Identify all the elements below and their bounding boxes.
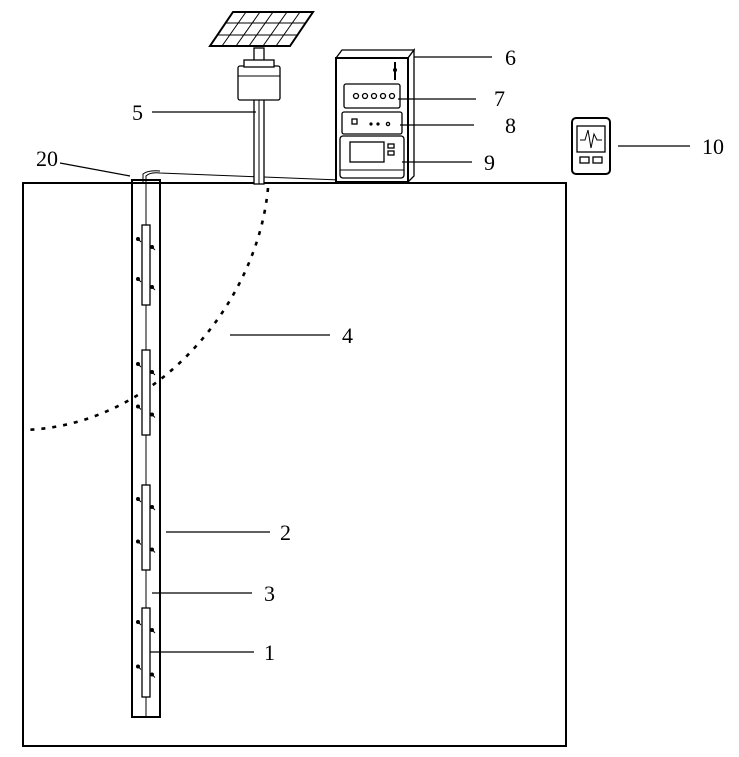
- sensor-unit: [136, 484, 156, 571]
- mobile-terminal: [571, 117, 611, 175]
- pole-mounted-box: [237, 59, 281, 101]
- sensor-wheel: [150, 628, 156, 634]
- sensor-wheel: [150, 412, 156, 418]
- module-8-panel: [341, 111, 403, 135]
- label-20: 20: [36, 146, 58, 171]
- module-7-panel: [343, 83, 401, 109]
- label-4: 4: [342, 323, 353, 348]
- label-8: 8: [505, 113, 516, 138]
- sensor-wheel: [136, 539, 142, 545]
- sensor-wheel: [136, 497, 142, 503]
- label-1: 1: [264, 640, 275, 665]
- signal-cable: [145, 172, 341, 183]
- module-9-display: [339, 135, 405, 179]
- sensor-wheel: [136, 362, 142, 368]
- sensor-wheel: [150, 285, 156, 291]
- solar-panel: [208, 11, 315, 47]
- sensor-wheel: [136, 237, 142, 243]
- label-5: 5: [132, 100, 143, 125]
- sensor-wheel: [136, 664, 142, 670]
- leader-line-20: [59, 162, 131, 177]
- support-pole: [253, 47, 265, 185]
- sensor-wheel: [150, 245, 156, 251]
- label-7: 7: [494, 86, 505, 111]
- label-3: 3: [264, 581, 275, 606]
- ground-block: [22, 182, 567, 747]
- sensor-unit: [136, 349, 156, 436]
- sensor-wheel: [136, 404, 142, 410]
- sensor-wheel: [150, 547, 156, 553]
- label-2: 2: [280, 520, 291, 545]
- control-cabinet: [334, 48, 416, 184]
- label-9: 9: [484, 150, 495, 175]
- label-10: 10: [702, 134, 724, 159]
- sensor-unit: [136, 224, 156, 306]
- sensor-wheel: [150, 505, 156, 511]
- sensor-wheel: [150, 672, 156, 678]
- sliding-surface-curve: [24, 187, 270, 432]
- sensor-wheel: [136, 277, 142, 283]
- sensor-wheel: [150, 370, 156, 376]
- label-6: 6: [505, 45, 516, 70]
- sensor-wheel: [136, 620, 142, 626]
